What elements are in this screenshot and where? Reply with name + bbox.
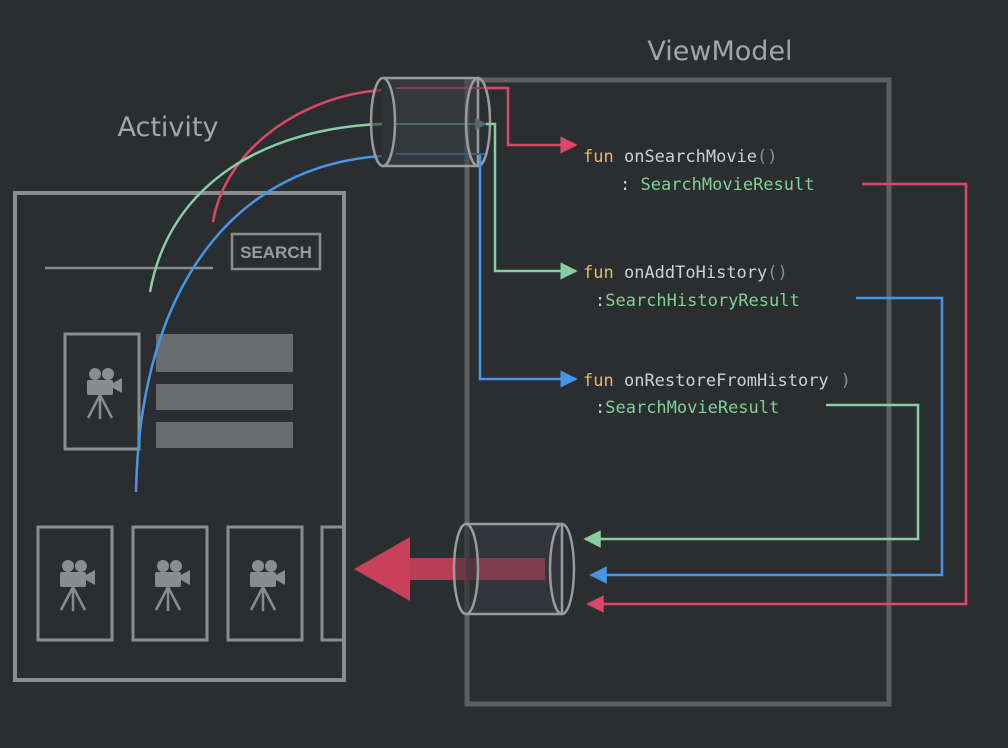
output-pipe <box>452 522 576 616</box>
movie-camera-icon <box>153 558 192 613</box>
detail-bar <box>156 384 293 410</box>
movie-card <box>226 525 304 642</box>
function-signature: fun onRestoreFromHistory) <box>583 371 851 391</box>
viewmodel-frame <box>464 77 892 707</box>
movie-camera-icon <box>85 366 124 421</box>
to-restore-history-arrow <box>478 154 578 388</box>
search-button-label: SEARCH <box>240 243 312 262</box>
movie-card <box>131 525 209 642</box>
function-signature: fun onSearchMovie() <box>583 147 778 167</box>
viewmodel-title: ViewModel <box>647 36 792 67</box>
movie-card <box>36 525 114 642</box>
movie-card-partial <box>320 525 346 642</box>
history-event-line <box>148 122 383 293</box>
search-button-frame <box>230 232 322 271</box>
movie-camera-icon <box>58 558 97 613</box>
search-movie-result-line <box>586 182 968 613</box>
history-result-line <box>589 296 944 584</box>
restore-event-line <box>134 154 383 493</box>
input-pipe <box>369 76 492 168</box>
activity-title: Activity <box>118 112 219 143</box>
activity-frame <box>13 191 346 682</box>
movie-camera-icon <box>248 558 287 613</box>
featured-movie-card <box>63 332 141 451</box>
to-search-movie-arrow <box>486 86 578 154</box>
function-return: : SearchMovieResult <box>620 175 814 195</box>
to-add-history-arrow <box>486 122 578 280</box>
search-event-line <box>211 88 383 223</box>
function-return: :SearchHistoryResult <box>595 291 800 311</box>
function-signature: fun onAddToHistory() <box>583 263 788 283</box>
detail-bar <box>156 422 293 448</box>
function-return: :SearchMovieResult <box>595 398 779 418</box>
restore-result-line <box>583 403 920 548</box>
detail-bar <box>156 334 293 372</box>
